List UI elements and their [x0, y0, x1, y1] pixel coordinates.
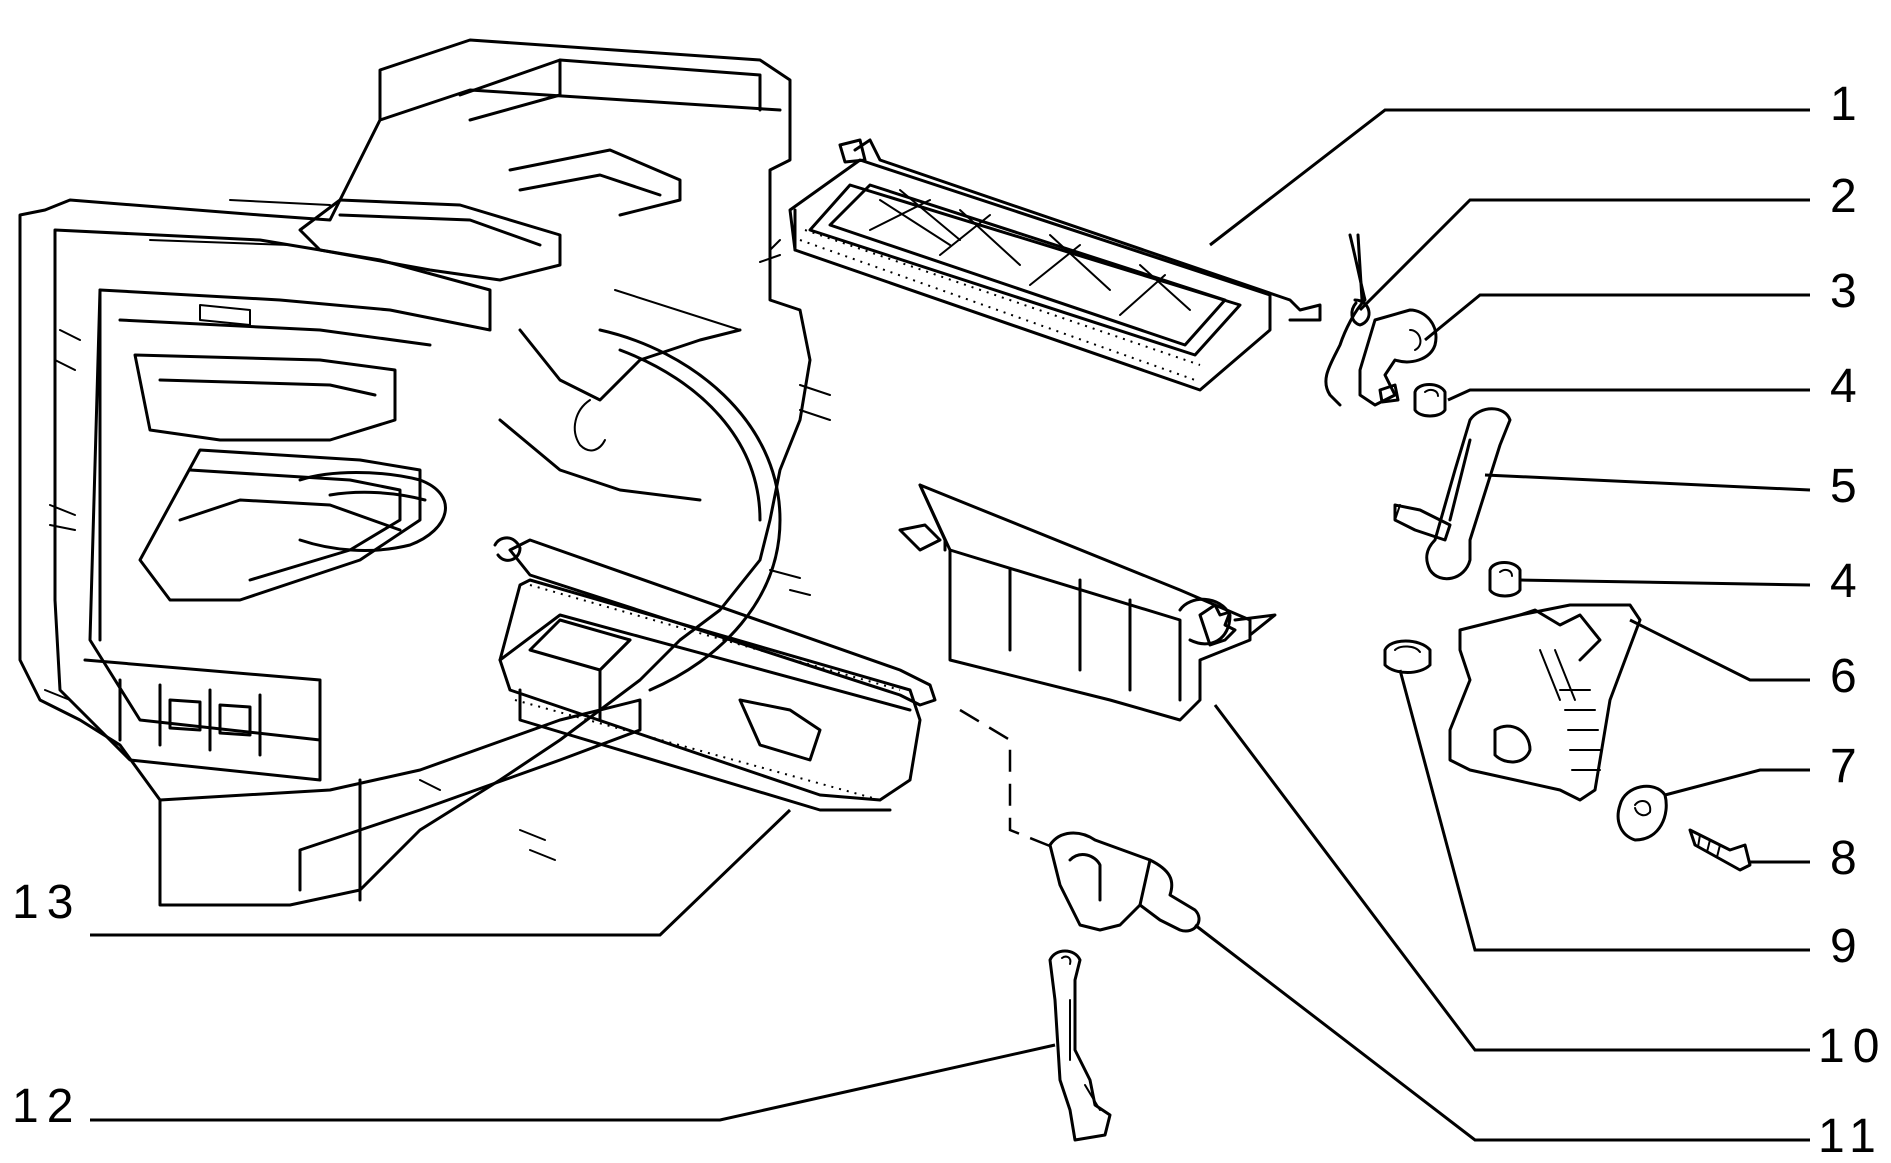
- callout-4a: 4: [1830, 360, 1865, 413]
- leader-12: [90, 1043, 1056, 1122]
- leader-lines: [90, 108, 1811, 1142]
- callout-labels: 1 2 3 4 5 4 6 7 8 9 10 11 12 13: [12, 78, 1887, 1163]
- callout-4b: 4: [1830, 555, 1865, 608]
- leader-4a: [1447, 388, 1810, 402]
- callout-11: 11: [1818, 1110, 1884, 1163]
- part-3-lever: [1358, 308, 1438, 407]
- part-10-flap-housing: [898, 483, 1277, 722]
- callout-7: 7: [1830, 740, 1865, 793]
- callout-9: 9: [1830, 920, 1865, 973]
- part-2-spring: [1324, 233, 1371, 407]
- leader-7: [1664, 768, 1810, 797]
- leader-4b: [1519, 578, 1811, 587]
- part-4-bush-lower: [1488, 561, 1522, 598]
- part-1-upper-flap: [759, 138, 1322, 392]
- part-8-screw: [1688, 828, 1752, 872]
- leader-6: [1629, 618, 1810, 682]
- part-5-link-arm: [1393, 407, 1512, 581]
- part-13-lower-flap: [493, 536, 937, 812]
- callout-2: 2: [1830, 170, 1865, 223]
- callout-12: 12: [12, 1080, 81, 1133]
- part-7-washer: [1616, 784, 1668, 842]
- part-6-actuator-plate: [1448, 603, 1642, 802]
- leader-3: [1424, 293, 1810, 342]
- part-12-lever-arm: [1048, 949, 1112, 1142]
- callout-10: 10: [1818, 1020, 1887, 1073]
- leader-11: [1194, 923, 1810, 1142]
- callout-6: 6: [1830, 650, 1865, 703]
- callout-5: 5: [1830, 460, 1865, 513]
- leader-1: [1209, 108, 1810, 247]
- leader-2: [1358, 198, 1810, 312]
- assembly-axis-line: [959, 708, 1061, 852]
- heater-housing: [18, 38, 831, 907]
- leader-10: [1213, 704, 1810, 1052]
- leader-5: [1484, 473, 1811, 492]
- callout-3: 3: [1830, 265, 1865, 318]
- callout-8: 8: [1830, 832, 1865, 885]
- part-4-bush-upper: [1413, 383, 1447, 418]
- callout-1: 1: [1830, 78, 1865, 131]
- part-9-bushing: [1383, 639, 1432, 674]
- leader-13: [90, 808, 792, 937]
- part-11-actuator: [1048, 831, 1201, 933]
- callout-13: 13: [12, 876, 81, 929]
- leader-9: [1398, 669, 1810, 952]
